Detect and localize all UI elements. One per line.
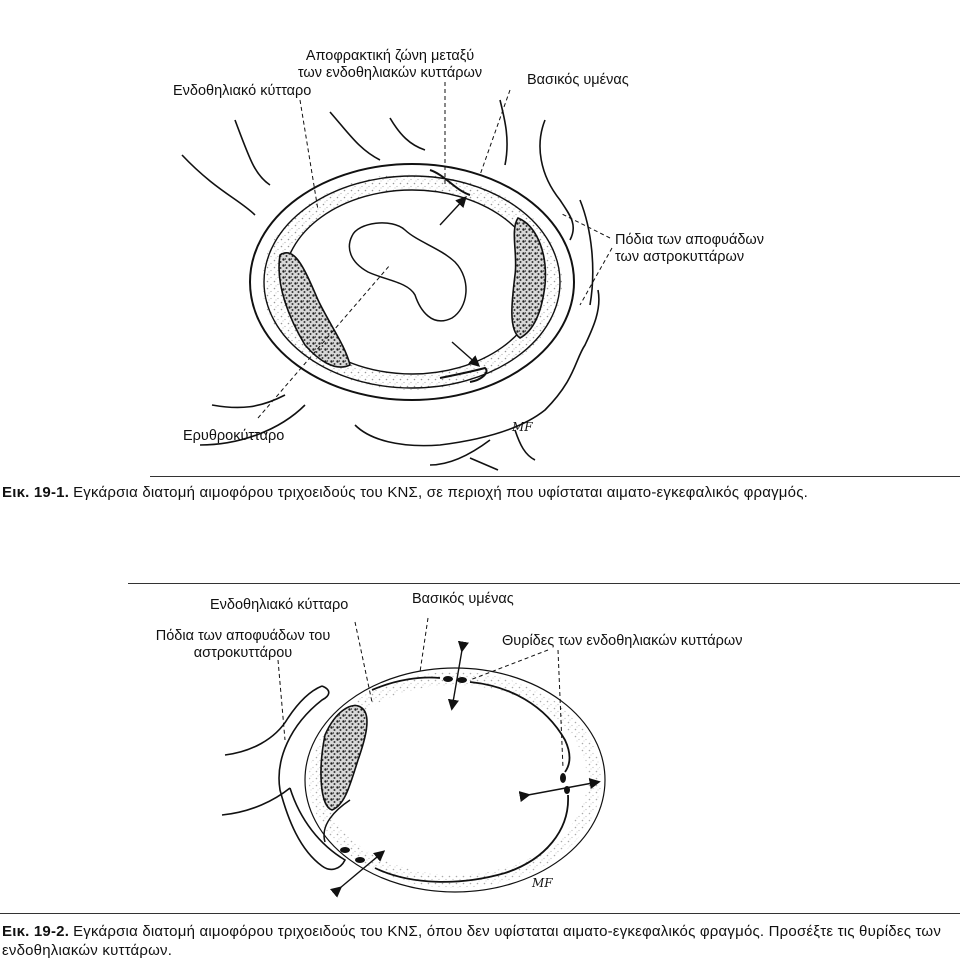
- signature-fig1: MF: [512, 420, 533, 434]
- label-astro-foot-line1: Πόδια των αποφυάδων του: [155, 628, 331, 644]
- arrow-icon: [439, 195, 467, 226]
- label-basement-membrane-fig2: Βασικός υμένας: [412, 591, 514, 607]
- caption-text-fig2: Εγκάρσια διατομή αιμοφόρου τριχοειδούς τ…: [2, 923, 942, 959]
- label-erythrocyte: Ερυθροκύτταρο: [183, 428, 285, 444]
- erythrocyte-shape: [348, 222, 467, 322]
- label-endothelial-cell-fig1: Ενδοθηλιακό κύτταρο: [173, 83, 312, 99]
- label-basement-membrane-fig1: Βασικός υμένας: [527, 72, 629, 88]
- double-arrow-icons: [329, 640, 601, 898]
- signature-fig2: MF: [532, 876, 553, 890]
- caption-fig2: Εικ. 19-2.Εγκάρσια διατομή αιμοφόρου τρι…: [2, 922, 952, 960]
- label-astrocyte-foot-fig2: Πόδια των αποφυάδων του αστροκυττάρου: [128, 628, 358, 662]
- endothelium-segment-bottom: [374, 794, 569, 883]
- label-fenestrae: Θυρίδες των ενδοθηλιακών κυττάρων: [502, 633, 743, 649]
- astrocyte-feet: [181, 99, 600, 471]
- endothelium-outer: [263, 175, 561, 389]
- leader-lines-fig1: [257, 82, 613, 419]
- astrocyte-foot-upper: [224, 685, 323, 756]
- label-astro-feet-line2: των αστροκυττάρων: [615, 249, 745, 265]
- label-tight-junction-line2: των ενδοθηλιακών κυττάρων: [297, 65, 483, 81]
- figure1-diagram: [181, 82, 613, 471]
- label-tight-junction: Αποφρακτική ζώνη μεταξύ των ενδοθηλιακών…: [265, 48, 515, 82]
- caption-text-fig1: Εγκάρσια διατομή αιμοφόρου τριχοειδούς τ…: [73, 484, 808, 501]
- label-endothelial-cell-fig2: Ενδοθηλιακό κύτταρο: [210, 597, 349, 613]
- figure2-diagram: [221, 617, 606, 898]
- arrow-icon: [451, 341, 481, 367]
- caption-number-fig2: Εικ. 19-2.: [2, 923, 70, 940]
- caption-rule-fig2: [0, 913, 960, 914]
- label-astrocyte-feet-fig1: Πόδια των αποφυάδων των αστροκυττάρων: [615, 232, 764, 266]
- label-astro-foot-line2: αστροκυττάρου: [193, 645, 293, 661]
- tight-junction-bottom: [439, 366, 488, 383]
- leader-lines-fig2: [277, 617, 564, 769]
- endothelial-nucleus-right: [511, 217, 547, 339]
- label-tight-junction-line1: Αποφρακτική ζώνη μεταξύ: [305, 48, 475, 64]
- endothelial-nucleus-left: [278, 252, 351, 368]
- label-astro-feet-line1: Πόδια των αποφυάδων: [615, 232, 764, 248]
- tight-junction-top: [429, 169, 471, 196]
- caption-number-fig1: Εικ. 19-1.: [2, 484, 70, 501]
- caption-fig1: Εικ. 19-1.Εγκάρσια διατομή αιμοφόρου τρι…: [2, 483, 952, 502]
- top-rule-fig2: [128, 583, 960, 584]
- endothelial-nucleus-fig2: [320, 704, 368, 811]
- caption-rule-fig1: [150, 476, 960, 477]
- basement-membrane-ring: [249, 163, 575, 401]
